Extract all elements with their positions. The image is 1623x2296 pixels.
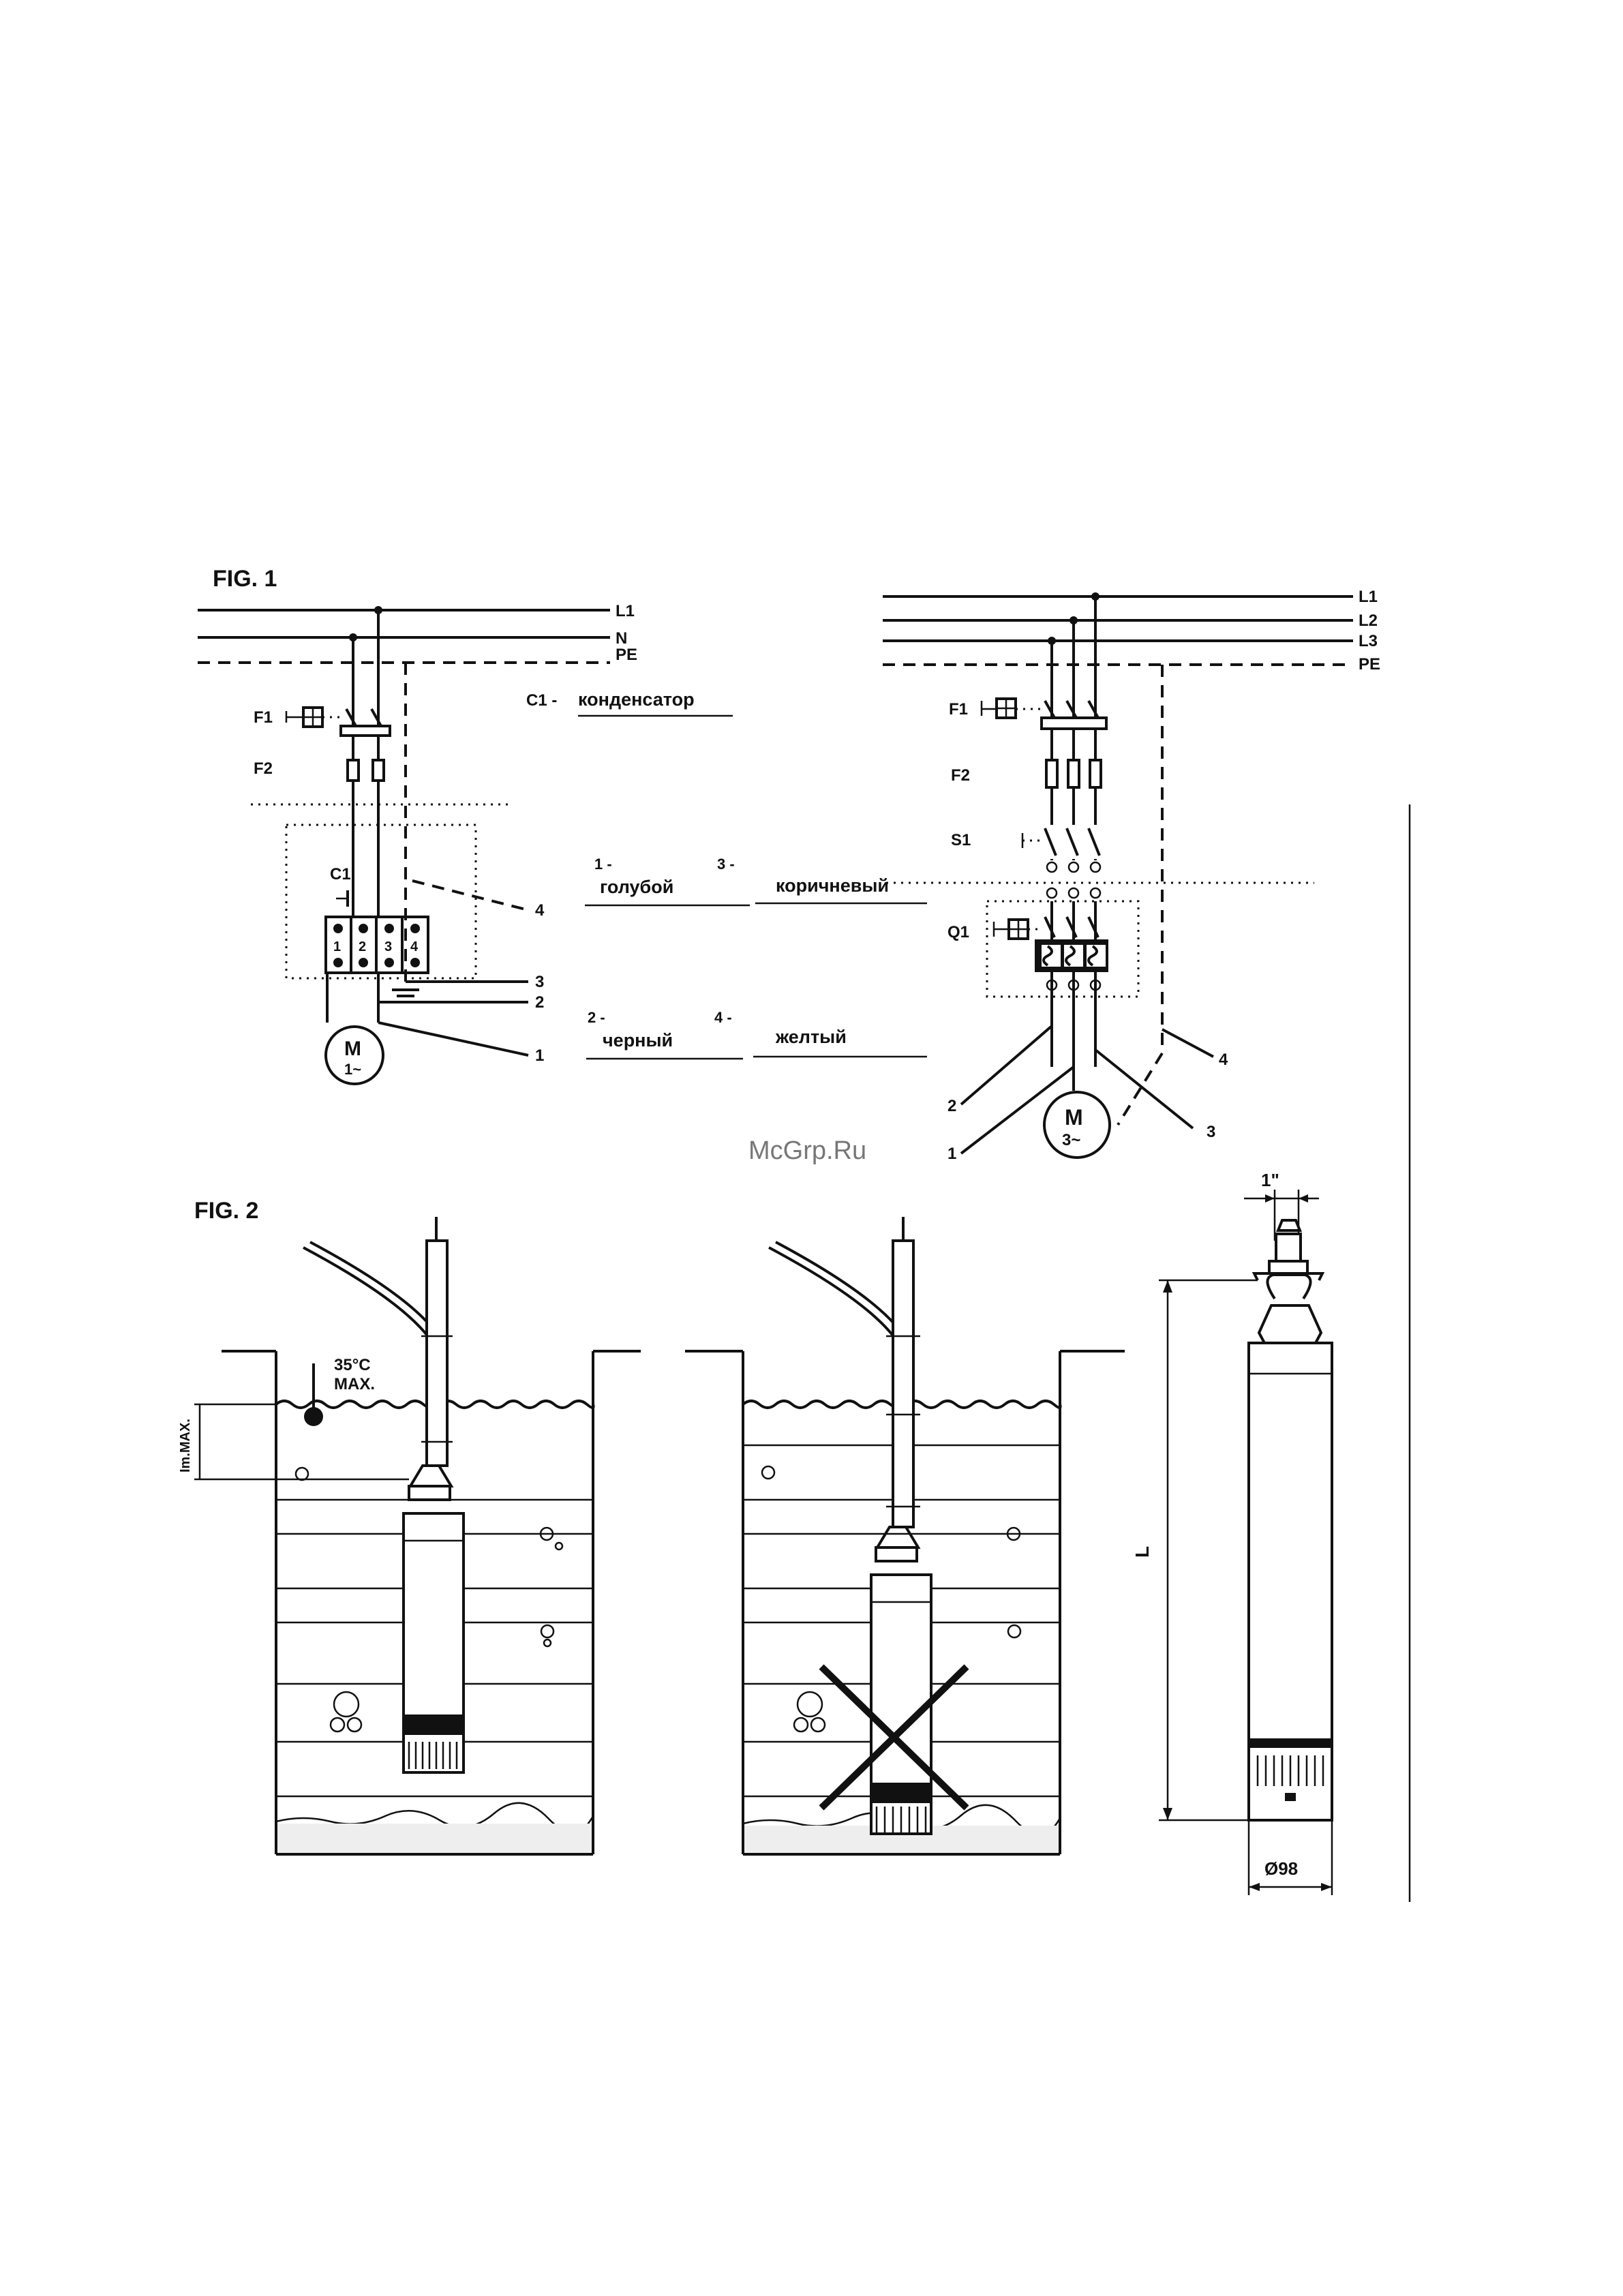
tp-motor-phase: 3~ bbox=[1062, 1131, 1080, 1149]
discharge-pipe-incorrect bbox=[893, 1241, 913, 1527]
sp-wire-2-label: 2 bbox=[535, 993, 544, 1012]
tp-line-l2-label: L2 bbox=[1359, 611, 1378, 630]
length-label: L bbox=[1132, 1546, 1153, 1558]
sp-wire-3-label: 3 bbox=[535, 973, 544, 991]
sp-line-pe-label: PE bbox=[616, 646, 637, 664]
legend-item-2-value: черный bbox=[603, 1030, 673, 1051]
legend-item-4-key: 4 - bbox=[714, 1009, 732, 1026]
sp-motor-phase: 1~ bbox=[344, 1061, 361, 1078]
legend-item-3-value: коричневый bbox=[776, 875, 889, 896]
legend-item-1-value: голубой bbox=[600, 877, 673, 897]
tp-s1-label: S1 bbox=[951, 831, 971, 849]
tp-wire-1-label: 1 bbox=[947, 1145, 956, 1163]
sp-terminal-1: 1 bbox=[333, 939, 341, 954]
legend-item-1-key: 1 - bbox=[594, 856, 612, 873]
sp-wire-1-label: 1 bbox=[535, 1046, 544, 1065]
legend-item-3-key: 3 - bbox=[717, 856, 735, 873]
sp-f1-label: F1 bbox=[254, 708, 273, 727]
sp-motor-symbol: M bbox=[344, 1038, 361, 1060]
watermark: McGrp.Ru bbox=[748, 1136, 866, 1165]
sp-c1-label: C1 bbox=[330, 865, 351, 883]
pump-body bbox=[1249, 1343, 1332, 1820]
thermometer-icon bbox=[304, 1407, 323, 1426]
tp-wire-3-label: 3 bbox=[1207, 1123, 1215, 1141]
tp-motor-symbol: M bbox=[1065, 1105, 1083, 1130]
sp-wire-4-label: 4 bbox=[535, 901, 545, 920]
tp-wire-2-label: 2 bbox=[947, 1097, 956, 1115]
legend-c1-key: C1 - bbox=[526, 691, 557, 710]
tp-line-pe-label: PE bbox=[1359, 655, 1380, 674]
sp-terminal-3: 3 bbox=[384, 939, 392, 954]
sp-terminal-2: 2 bbox=[359, 939, 366, 954]
pump-dimension-drawing: 1" L bbox=[1132, 1170, 1332, 1895]
three-phase-diagram: L1 L2 L3 PE F1 F2 S1 bbox=[883, 588, 1380, 1163]
immersion-max-label: Im.MAX. bbox=[178, 1419, 193, 1472]
thread-size-label: 1" bbox=[1261, 1170, 1279, 1190]
tp-line-l3-label: L3 bbox=[1359, 632, 1378, 650]
sp-line-n-label: N bbox=[616, 629, 627, 648]
tp-f1-label: F1 bbox=[949, 700, 968, 719]
well-correct-installation: 35°C MAX. Im.MAX. bbox=[178, 1217, 641, 1854]
sp-terminal-4: 4 bbox=[410, 939, 419, 954]
fig2-title: FIG. 2 bbox=[194, 1198, 258, 1224]
legend-item-4-value: желтый bbox=[775, 1027, 847, 1047]
diameter-label: Ø98 bbox=[1264, 1858, 1298, 1879]
discharge-pipe-correct bbox=[427, 1241, 447, 1466]
legend-c1-value: конденсатор bbox=[578, 689, 695, 710]
sp-line-l1-label: L1 bbox=[616, 602, 635, 620]
legend-item-2-key: 2 - bbox=[588, 1009, 605, 1026]
tp-q1-label: Q1 bbox=[947, 923, 969, 941]
tp-line-l1-label: L1 bbox=[1359, 588, 1378, 606]
tp-f2-label: F2 bbox=[951, 766, 970, 785]
well-incorrect-installation bbox=[685, 1217, 1125, 1854]
fig1-title: FIG. 1 bbox=[213, 566, 277, 592]
tp-wire-4-label: 4 bbox=[1219, 1051, 1228, 1069]
sp-f2-label: F2 bbox=[254, 759, 273, 778]
temperature-value: 35°C bbox=[334, 1356, 371, 1374]
temperature-label: MAX. bbox=[334, 1375, 375, 1393]
single-phase-diagram: L1 N PE F1 F2 C1 bbox=[198, 602, 637, 1084]
wire-legend: C1 - конденсатор 1 - голубой 3 - коричне… bbox=[526, 689, 927, 1059]
